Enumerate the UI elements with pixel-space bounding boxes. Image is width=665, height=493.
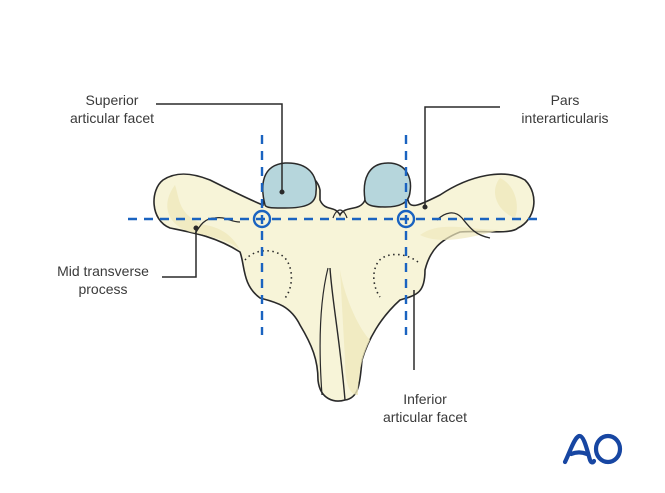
leader-mid-transverse xyxy=(162,228,197,278)
inferior-facets xyxy=(244,249,419,299)
label-line: Mid transverse xyxy=(57,263,149,279)
superior-facets xyxy=(262,162,412,209)
label-line: interarticularis xyxy=(521,110,609,126)
right-entry-point-icon xyxy=(396,209,416,229)
label-mid-transverse-process: Mid transverse process xyxy=(38,262,168,298)
leader-superior-facet xyxy=(156,103,283,192)
label-pars-interarticularis: Pars interarticularis xyxy=(500,91,630,127)
label-line: Superior xyxy=(85,92,139,108)
label-line: articular facet xyxy=(382,409,468,425)
guide-lines xyxy=(128,135,540,335)
entry-points xyxy=(252,209,416,229)
label-inferior-articular-facet: Inferior articular facet xyxy=(360,390,490,426)
label-line: articular facet xyxy=(69,110,155,126)
label-line: process xyxy=(78,281,128,297)
vertebra-bone xyxy=(153,168,535,402)
left-entry-point-icon xyxy=(252,209,272,229)
label-superior-articular-facet: Superior articular facet xyxy=(52,91,172,127)
leader-lines xyxy=(156,103,500,370)
leader-pars xyxy=(424,106,500,207)
ao-logo-icon xyxy=(562,433,623,465)
label-line: Pars xyxy=(550,92,580,108)
label-line: Inferior xyxy=(403,391,447,407)
